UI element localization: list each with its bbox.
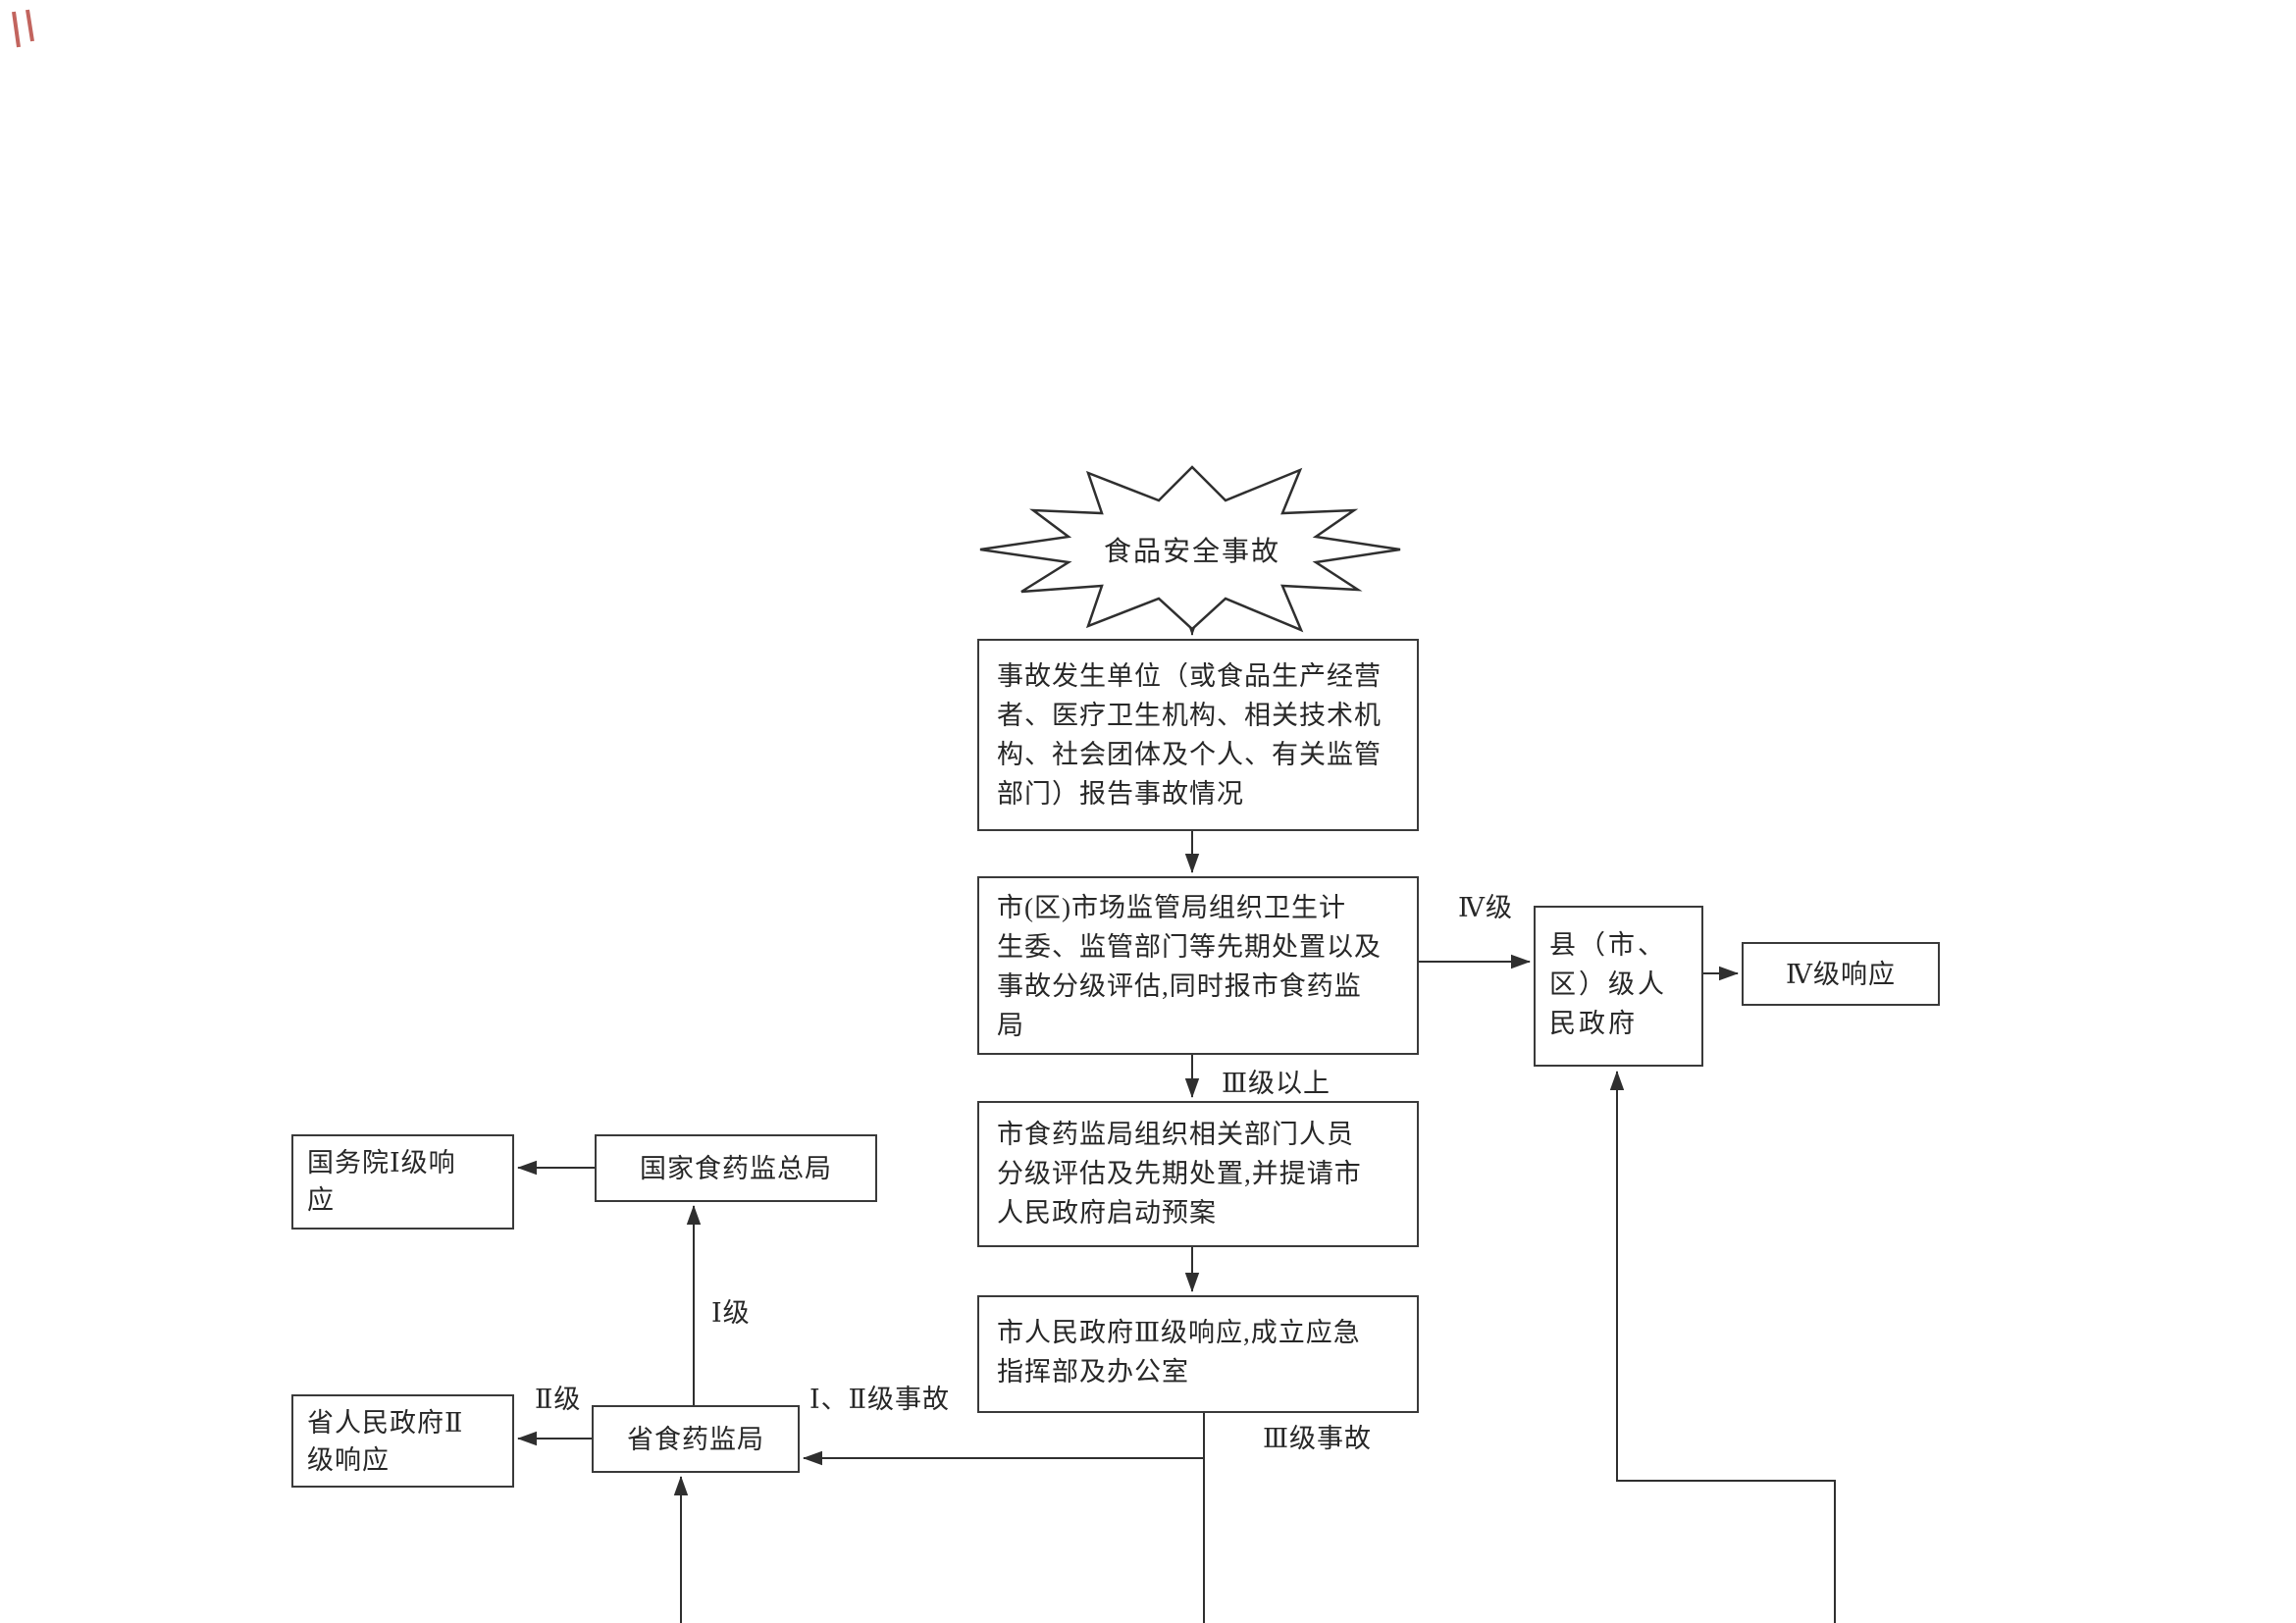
starburst-label: 食品安全事故 bbox=[1103, 537, 1280, 567]
starburst-node: 食品安全事故 bbox=[976, 451, 1408, 648]
node-city-fda: 市食药监局组织相关部门人员 分级评估及先期处置,并提请市 人民政府启动预案 bbox=[977, 1101, 1419, 1247]
node-county-government: 县（市、 区）级人 民政府 bbox=[1534, 906, 1703, 1067]
node-national-fda: 国家食药监总局 bbox=[595, 1134, 877, 1202]
edge-label-level12-incident: Ⅰ、Ⅱ级事故 bbox=[808, 1378, 953, 1416]
node-provincial-government-response: 省人民政府Ⅱ 级响应 bbox=[291, 1394, 514, 1488]
node-state-council-response: 国务院Ⅰ级响 应 bbox=[291, 1134, 514, 1230]
edge-label-level2: Ⅱ级 bbox=[533, 1378, 584, 1416]
edge-label-level4: Ⅳ级 bbox=[1456, 886, 1515, 924]
starburst-shape bbox=[979, 465, 1401, 633]
node-district-market-bureau: 市(区)市场监管局组织卫生计 生委、监管部门等先期处置以及 事故分级评估,同时报… bbox=[977, 876, 1419, 1055]
node-report-unit: 事故发生单位（或食品生产经营 者、医疗卫生机构、相关技术机 构、社会团体及个人、… bbox=[977, 639, 1419, 831]
edge-label-level3-above: Ⅲ级以上 bbox=[1220, 1062, 1333, 1100]
node-level4-response: Ⅳ级响应 bbox=[1742, 942, 1940, 1006]
node-city-government: 市人民政府Ⅲ级响应,成立应急 指挥部及办公室 bbox=[977, 1295, 1419, 1413]
edge-label-level3-incident: Ⅲ级事故 bbox=[1261, 1417, 1375, 1455]
edge-label-level1: Ⅰ级 bbox=[709, 1291, 753, 1330]
arrow-bottom-to-countygov bbox=[1609, 1071, 1836, 1623]
red-pen-mark bbox=[12, 9, 34, 48]
node-provincial-fda: 省食药监局 bbox=[592, 1405, 800, 1473]
